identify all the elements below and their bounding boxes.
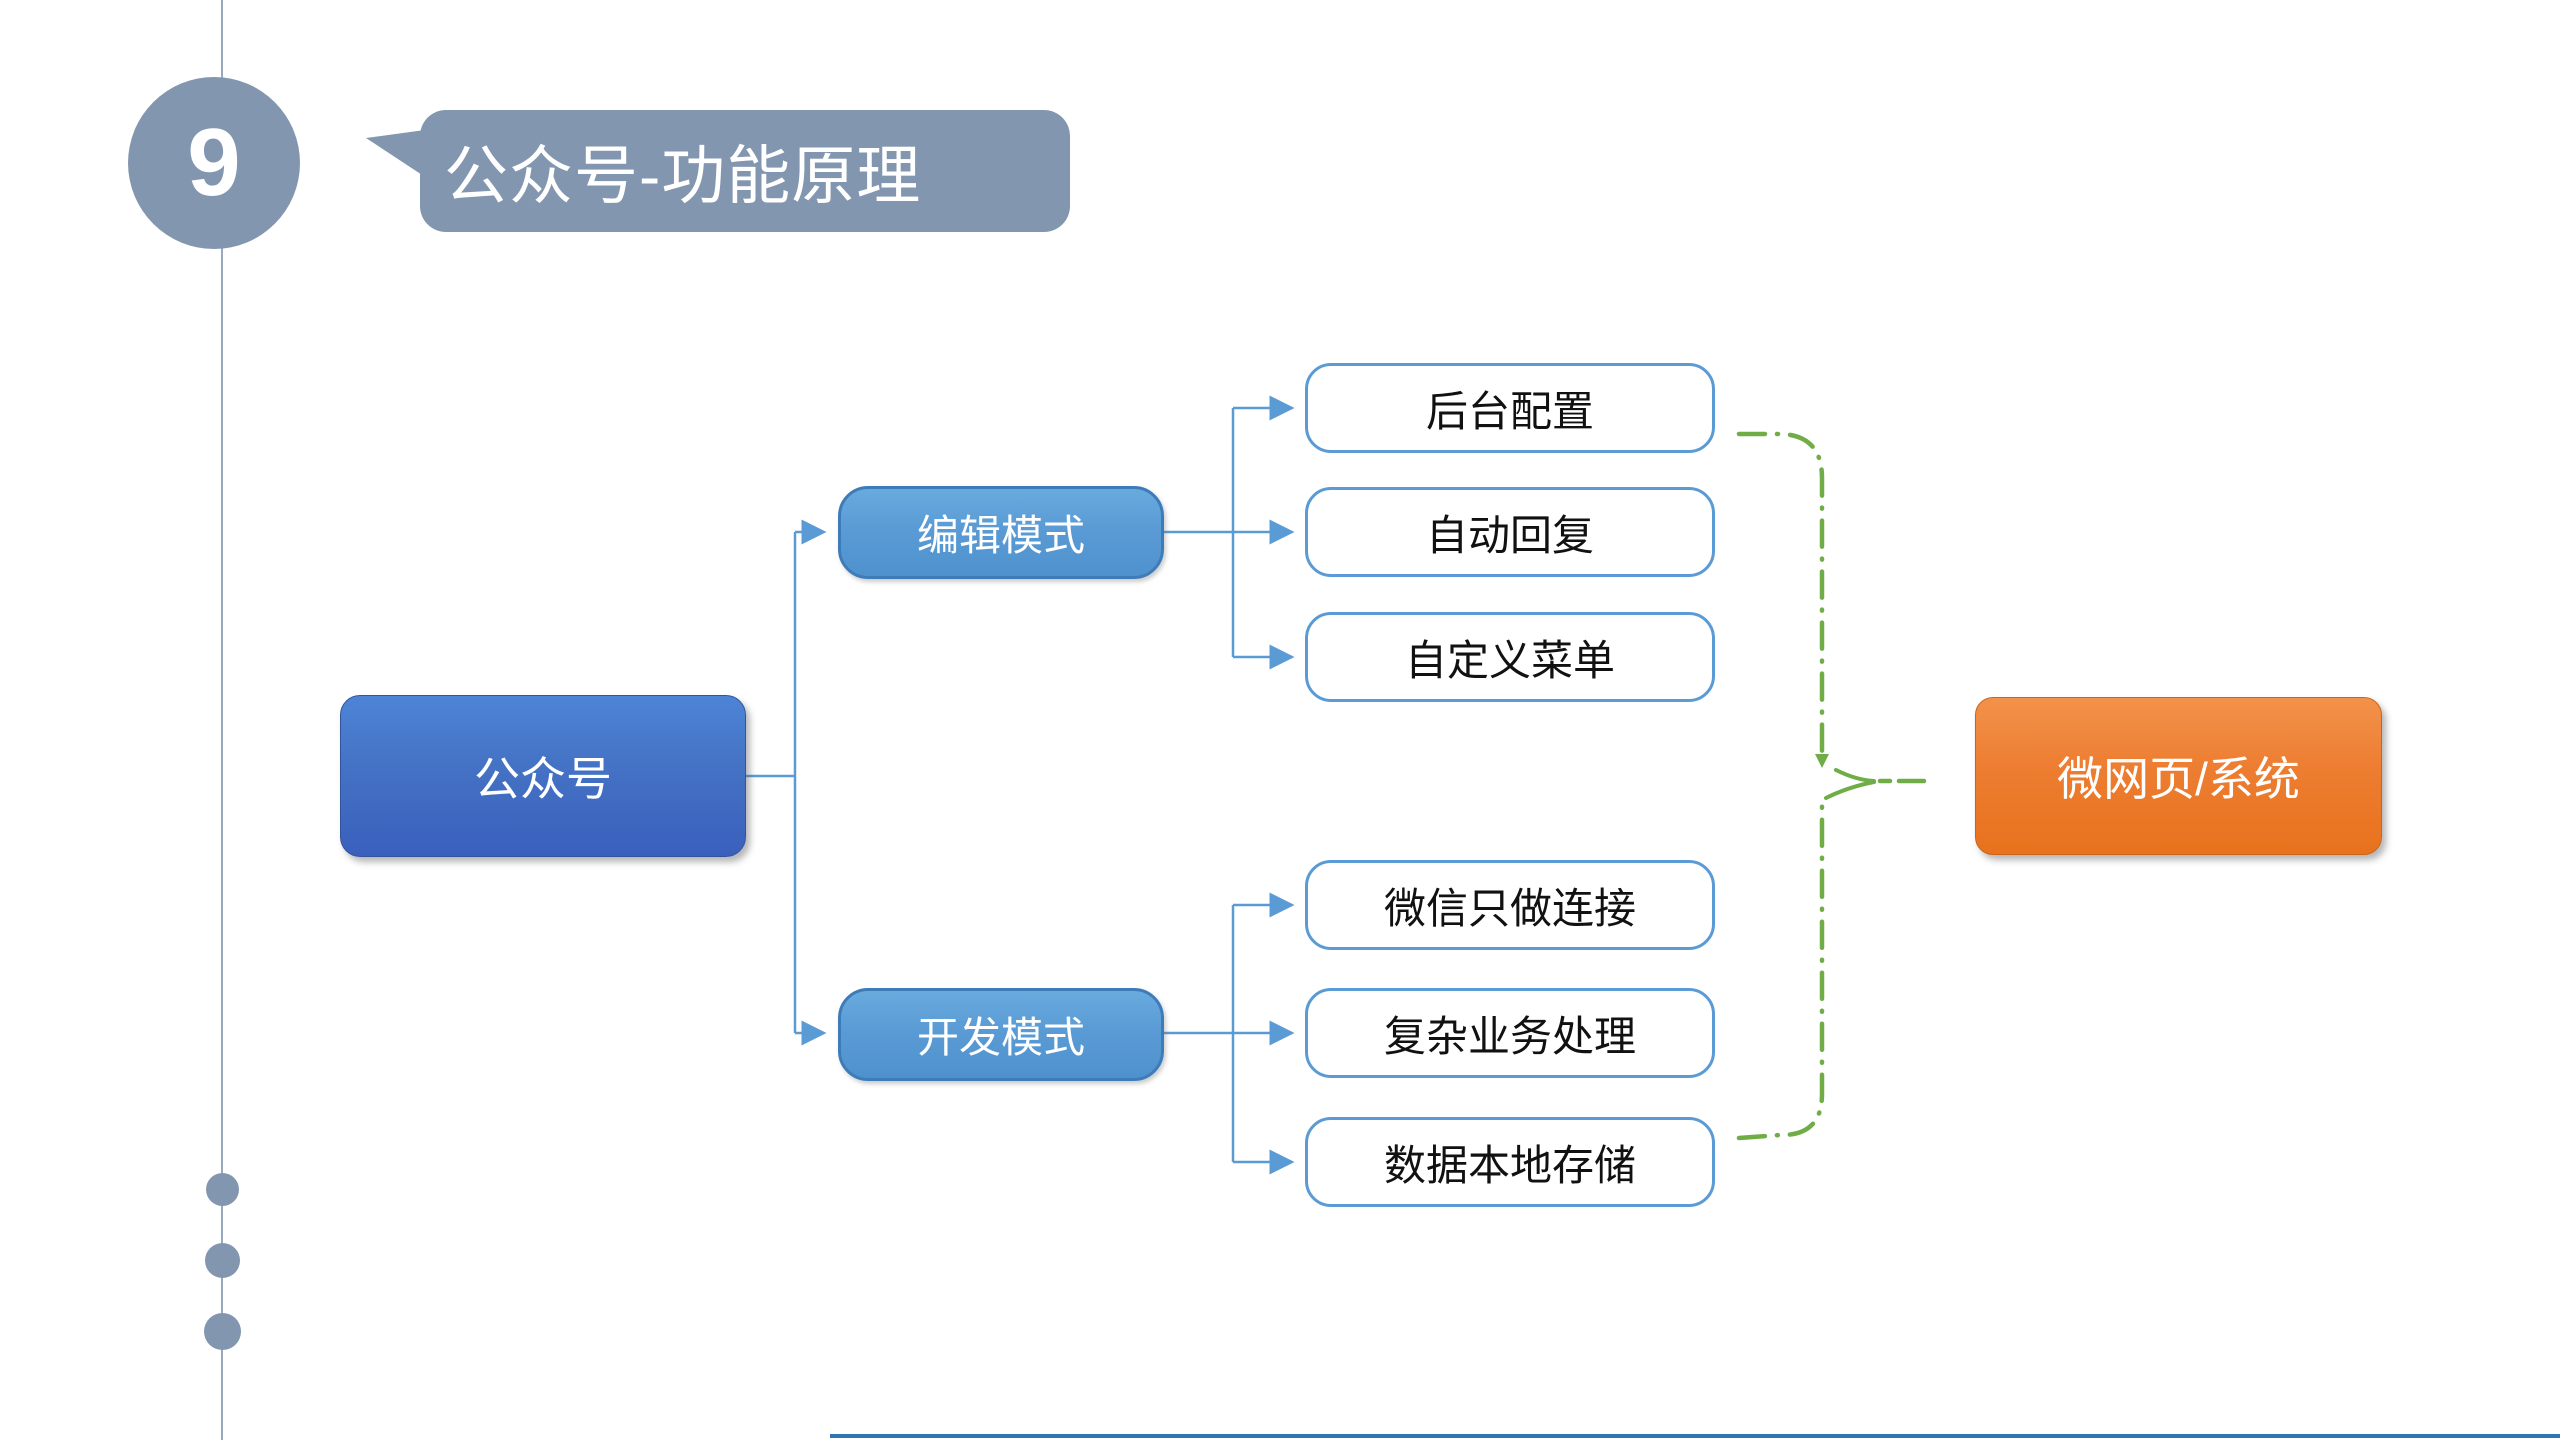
node-edit-mode-label: 编辑模式 — [916, 512, 1085, 559]
node-wechat-connect-only: 微信只做连接 — [1305, 860, 1715, 950]
page-title: 公众号-功能原理 — [444, 140, 922, 212]
node-micro-webpage-system: 微网页/系统 — [1975, 697, 2382, 855]
node-gongzhonghao: 公众号 — [340, 695, 746, 857]
node-custom-menu-label: 自定义菜单 — [1404, 636, 1615, 684]
node-custom-menu: 自定义菜单 — [1305, 612, 1715, 702]
node-dev-mode-label: 开发模式 — [916, 1014, 1085, 1061]
node-gongzhonghao-label: 公众号 — [474, 753, 612, 805]
page-number: 9 — [187, 109, 241, 216]
connector-green-arrowhead — [1815, 754, 1829, 768]
node-backend-config-label: 后台配置 — [1425, 387, 1594, 435]
bottom-edge-line — [830, 1434, 2560, 1438]
connector-green-top — [1736, 431, 1825, 757]
rail-dot-1 — [206, 1173, 239, 1206]
node-complex-business: 复杂业务处理 — [1305, 988, 1715, 1078]
connector-green-bottom — [1736, 793, 1825, 1141]
node-backend-config: 后台配置 — [1305, 363, 1715, 453]
node-auto-reply: 自动回复 — [1305, 487, 1715, 577]
connector-green-hook-top — [1834, 768, 1876, 783]
title-callout: 公众号-功能原理 — [420, 110, 1070, 232]
node-complex-business-label: 复杂业务处理 — [1383, 1012, 1636, 1060]
node-dev-mode: 开发模式 — [838, 988, 1164, 1081]
node-local-data-storage-label: 数据本地存储 — [1383, 1141, 1636, 1189]
rail-dot-3 — [204, 1313, 241, 1350]
connector-green-hook-bottom — [1824, 780, 1876, 800]
node-local-data-storage: 数据本地存储 — [1305, 1117, 1715, 1207]
node-wechat-connect-only-label: 微信只做连接 — [1383, 884, 1636, 932]
node-micro-webpage-system-label: 微网页/系统 — [2057, 753, 2300, 805]
left-rail-line — [221, 0, 223, 1440]
node-edit-mode: 编辑模式 — [838, 486, 1164, 579]
page-number-badge: 9 — [128, 77, 300, 249]
node-auto-reply-label: 自动回复 — [1425, 511, 1594, 559]
rail-dot-2 — [205, 1243, 240, 1278]
